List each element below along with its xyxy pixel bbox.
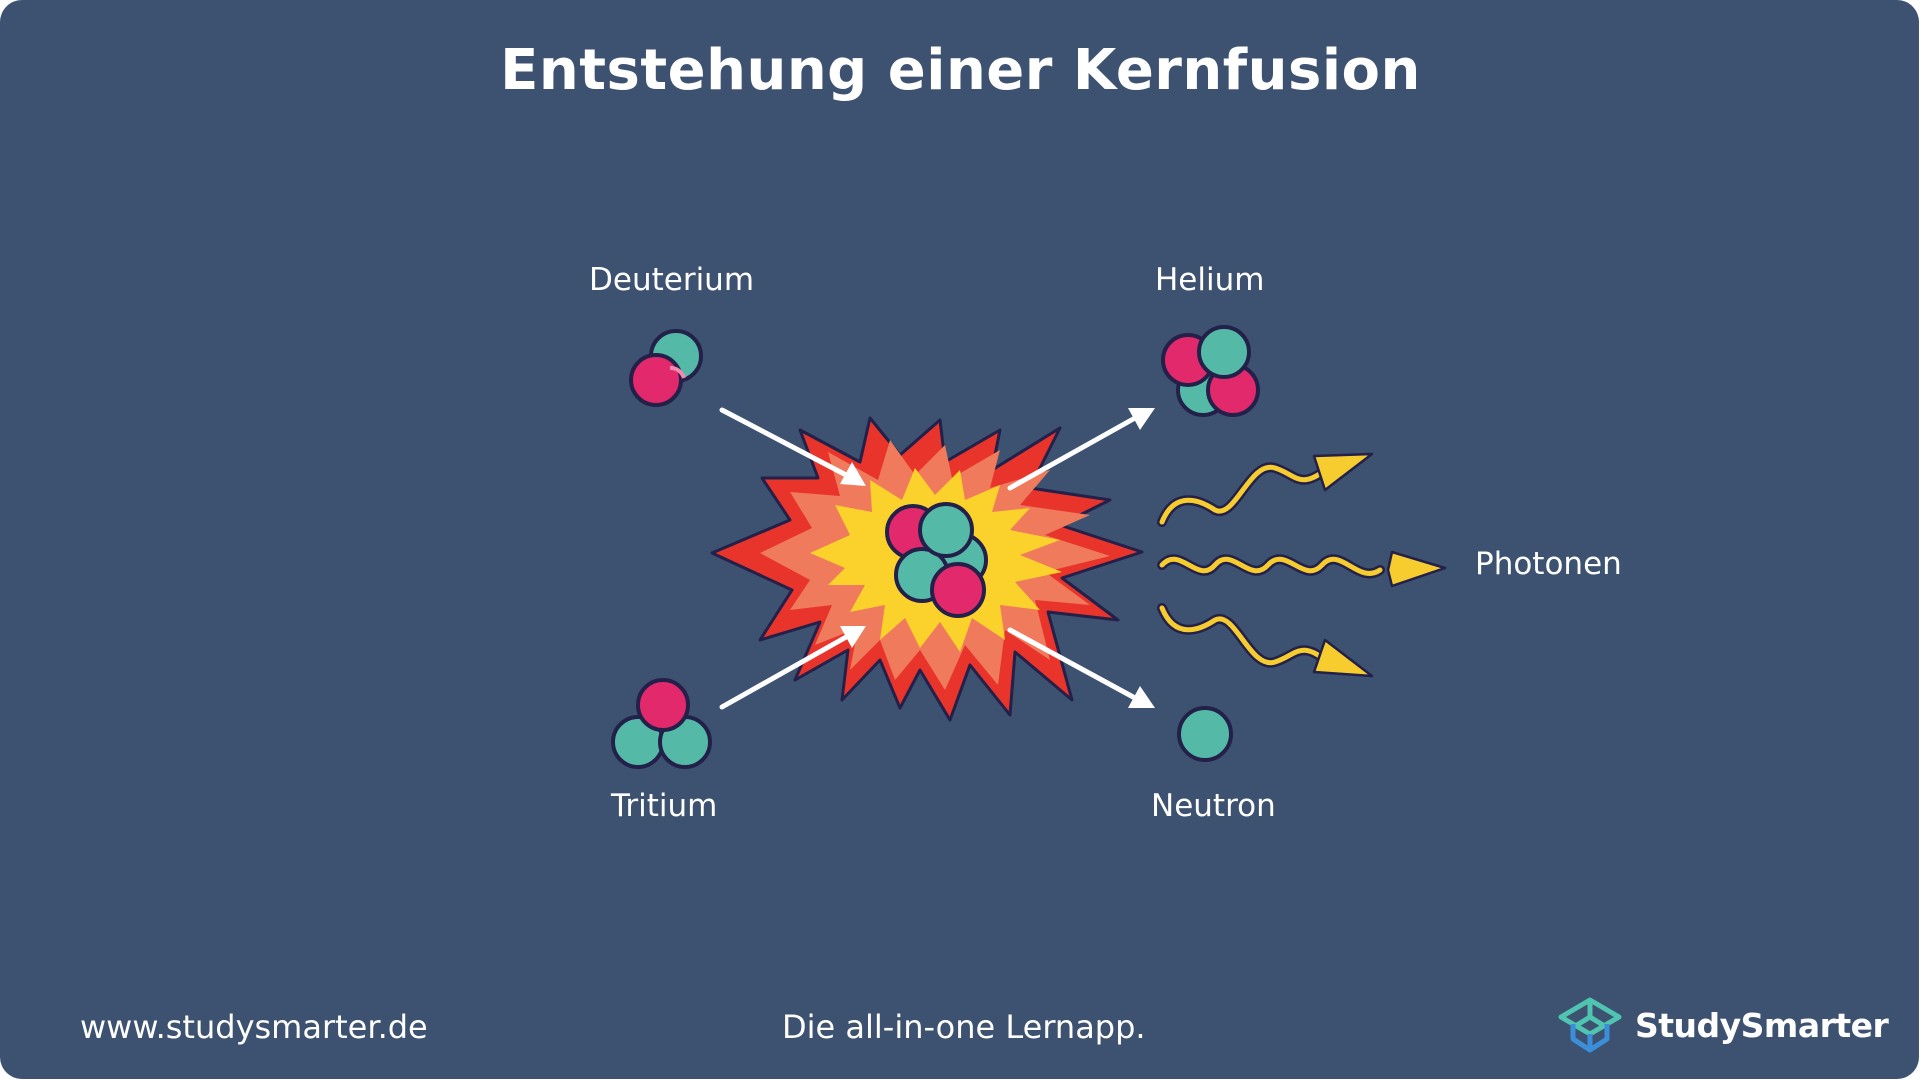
deuterium-nucleus-icon	[629, 329, 703, 407]
neutron-particle-icon	[1177, 706, 1233, 762]
arrow-head-icon	[1128, 686, 1155, 708]
label-neutron: Neutron	[1151, 788, 1276, 824]
arrow-neutron-out	[1007, 627, 1138, 701]
footer-tagline: Die all-in-one Lernapp.	[782, 1008, 1146, 1046]
label-tritium: Tritium	[611, 788, 718, 824]
label-photons: Photonen	[1475, 546, 1622, 582]
label-helium: Helium	[1155, 262, 1265, 298]
arrow-head-icon	[1128, 408, 1155, 430]
reaction-arrows	[719, 407, 1155, 710]
helium-nucleus-icon	[1161, 325, 1260, 417]
page-title: Entstehung einer Kernfusion	[500, 38, 1421, 103]
arrow-deuterium-in	[719, 407, 851, 479]
fused-nucleus-icon	[885, 502, 988, 618]
studysmarter-logo-icon	[1558, 997, 1622, 1053]
arrow-head-icon	[840, 626, 866, 648]
footer-url[interactable]: www.studysmarter.de	[80, 1008, 428, 1046]
label-deuterium: Deuterium	[589, 262, 755, 298]
arrow-helium-out	[1007, 415, 1138, 491]
photon-wave-icon	[1157, 452, 1447, 678]
arrow-tritium-in	[719, 633, 851, 710]
arrow-head-icon	[840, 462, 866, 486]
brand-logo[interactable]: StudySmarter	[1555, 995, 1889, 1055]
tritium-nucleus-icon	[611, 678, 712, 769]
brand-name: StudySmarter	[1635, 1005, 1889, 1045]
